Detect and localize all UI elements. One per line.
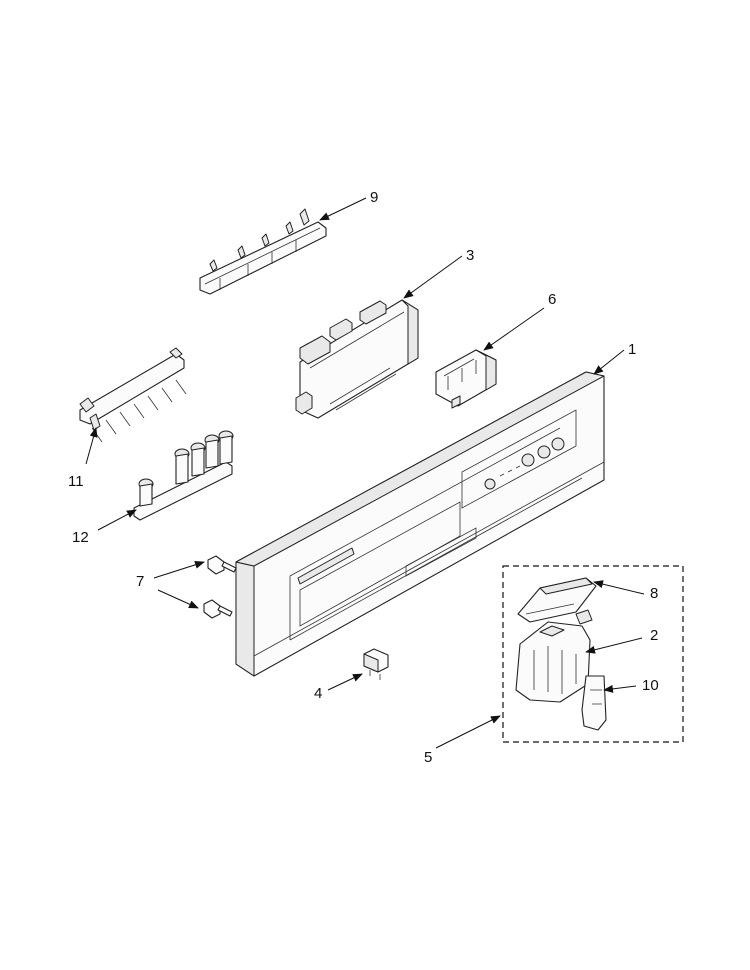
- callout-8: 8: [650, 585, 658, 602]
- part-1-console-panel: [235, 371, 605, 677]
- part-11-wire-bracket: [79, 347, 187, 443]
- part-12-button-assembly: [133, 430, 234, 521]
- callout-10: 10: [642, 677, 659, 694]
- callout-5: 5: [424, 749, 432, 766]
- callout-3: 3: [466, 247, 474, 264]
- callout-6: 6: [548, 291, 556, 308]
- callout-11: 11: [68, 473, 84, 490]
- part-4-switch: [363, 648, 389, 680]
- leader-lines: [85, 197, 645, 749]
- callout-2: 2: [650, 627, 658, 644]
- part-6-housing: [435, 349, 497, 409]
- callout-9: 9: [370, 189, 378, 206]
- part-3-control-board: [295, 299, 419, 419]
- part-5-latch-assembly: [502, 565, 684, 743]
- part-7-screws: [203, 555, 237, 619]
- part-9-wire-bracket: [199, 208, 327, 295]
- callout-labels: 9 3 6 1 11 12 7 8 2 10 4 5: [68, 189, 659, 766]
- callout-7: 7: [136, 573, 144, 590]
- callout-1: 1: [628, 341, 636, 358]
- callout-4: 4: [314, 685, 322, 702]
- callout-12: 12: [72, 529, 89, 546]
